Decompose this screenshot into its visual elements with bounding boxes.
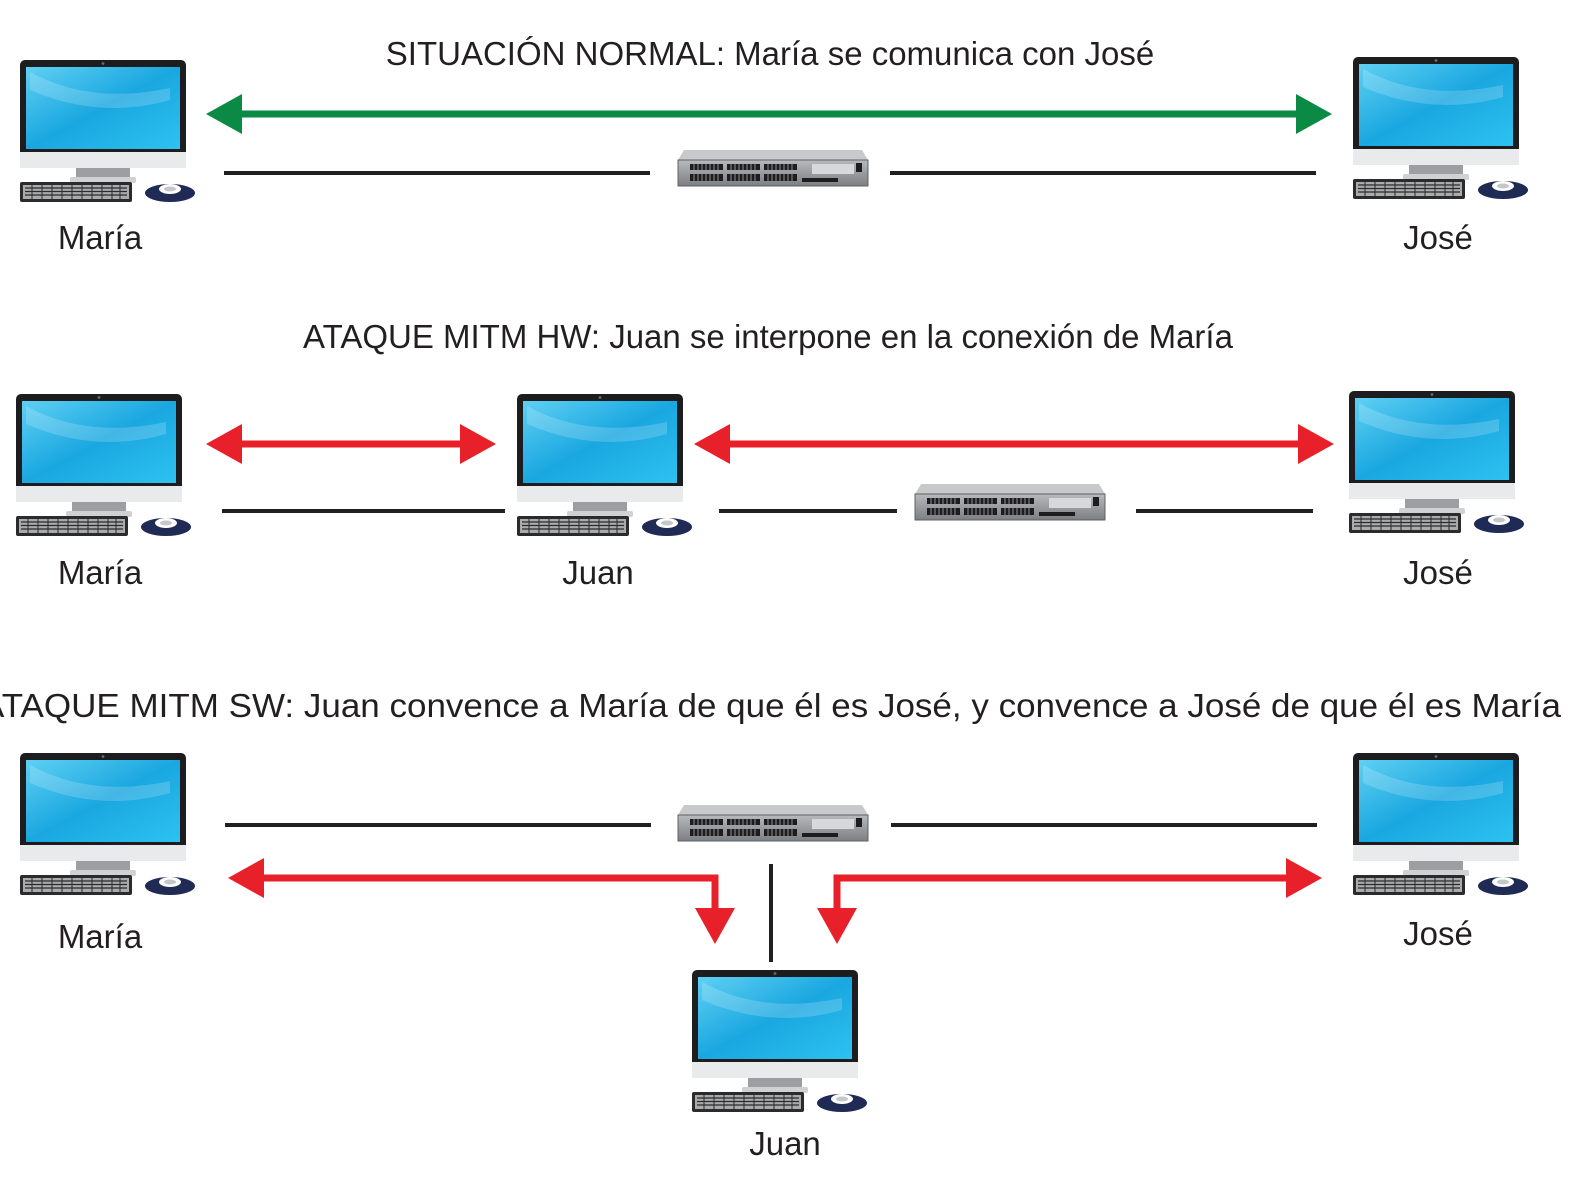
computer-icon xyxy=(19,59,196,203)
network-switch-icon xyxy=(677,149,869,187)
maria-label: María xyxy=(58,918,143,955)
scenario-mitm-sw: ATAQUE MITM SW: Juan convence a María de… xyxy=(0,687,1562,1162)
computer-icon xyxy=(1348,390,1525,534)
juan-label: Juan xyxy=(562,554,634,591)
scenario-hw-title: ATAQUE MITM HW: Juan se interpone en la … xyxy=(303,318,1234,355)
jose-label: José xyxy=(1403,915,1473,952)
juan-label: Juan xyxy=(749,1125,821,1162)
computer-icon xyxy=(19,752,196,896)
attack-arrow-maria-juan xyxy=(228,858,735,944)
computer-icon xyxy=(1352,752,1529,896)
computer-icon xyxy=(691,969,868,1113)
jose-label: José xyxy=(1403,219,1473,256)
attack-arrow-juan-jose xyxy=(694,424,1334,464)
maria-label: María xyxy=(58,554,143,591)
jose-label: José xyxy=(1403,554,1473,591)
network-switch-icon xyxy=(677,804,869,842)
network-switch-icon xyxy=(914,483,1106,521)
computer-icon xyxy=(15,393,192,537)
scenario-mitm-hw: ATAQUE MITM HW: Juan se interpone en la … xyxy=(15,318,1525,591)
normal-communication-arrow xyxy=(206,94,1332,134)
scenario-normal-title: SITUACIÓN NORMAL: María se comunica con … xyxy=(386,35,1154,72)
scenario-normal: SITUACIÓN NORMAL: María se comunica con … xyxy=(19,35,1529,256)
computer-icon xyxy=(516,393,693,537)
maria-label: María xyxy=(58,219,143,256)
attack-arrow-maria-juan xyxy=(206,424,496,464)
attack-arrow-juan-jose xyxy=(817,858,1322,944)
computer-icon xyxy=(1352,56,1529,200)
scenario-sw-title: ATAQUE MITM SW: Juan convence a María de… xyxy=(0,687,1562,724)
